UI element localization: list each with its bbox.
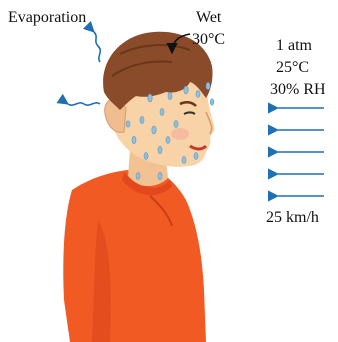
skin-temperature-label: 30°C [192, 31, 225, 48]
person-illustration [63, 32, 214, 342]
wind-speed-label: 25 km/h [266, 209, 319, 226]
humidity-label: 30% RH [270, 81, 326, 98]
pressure-label: 1 atm [276, 37, 313, 54]
shirt [63, 170, 206, 342]
evaporation-arrow-left [68, 103, 100, 105]
air-temperature-label: 25°C [276, 59, 309, 76]
evaporation-arrow-top [94, 32, 100, 62]
evaporation-label: Evaporation [8, 9, 86, 26]
wind-arrows [278, 108, 324, 196]
wet-label: Wet [196, 9, 222, 26]
